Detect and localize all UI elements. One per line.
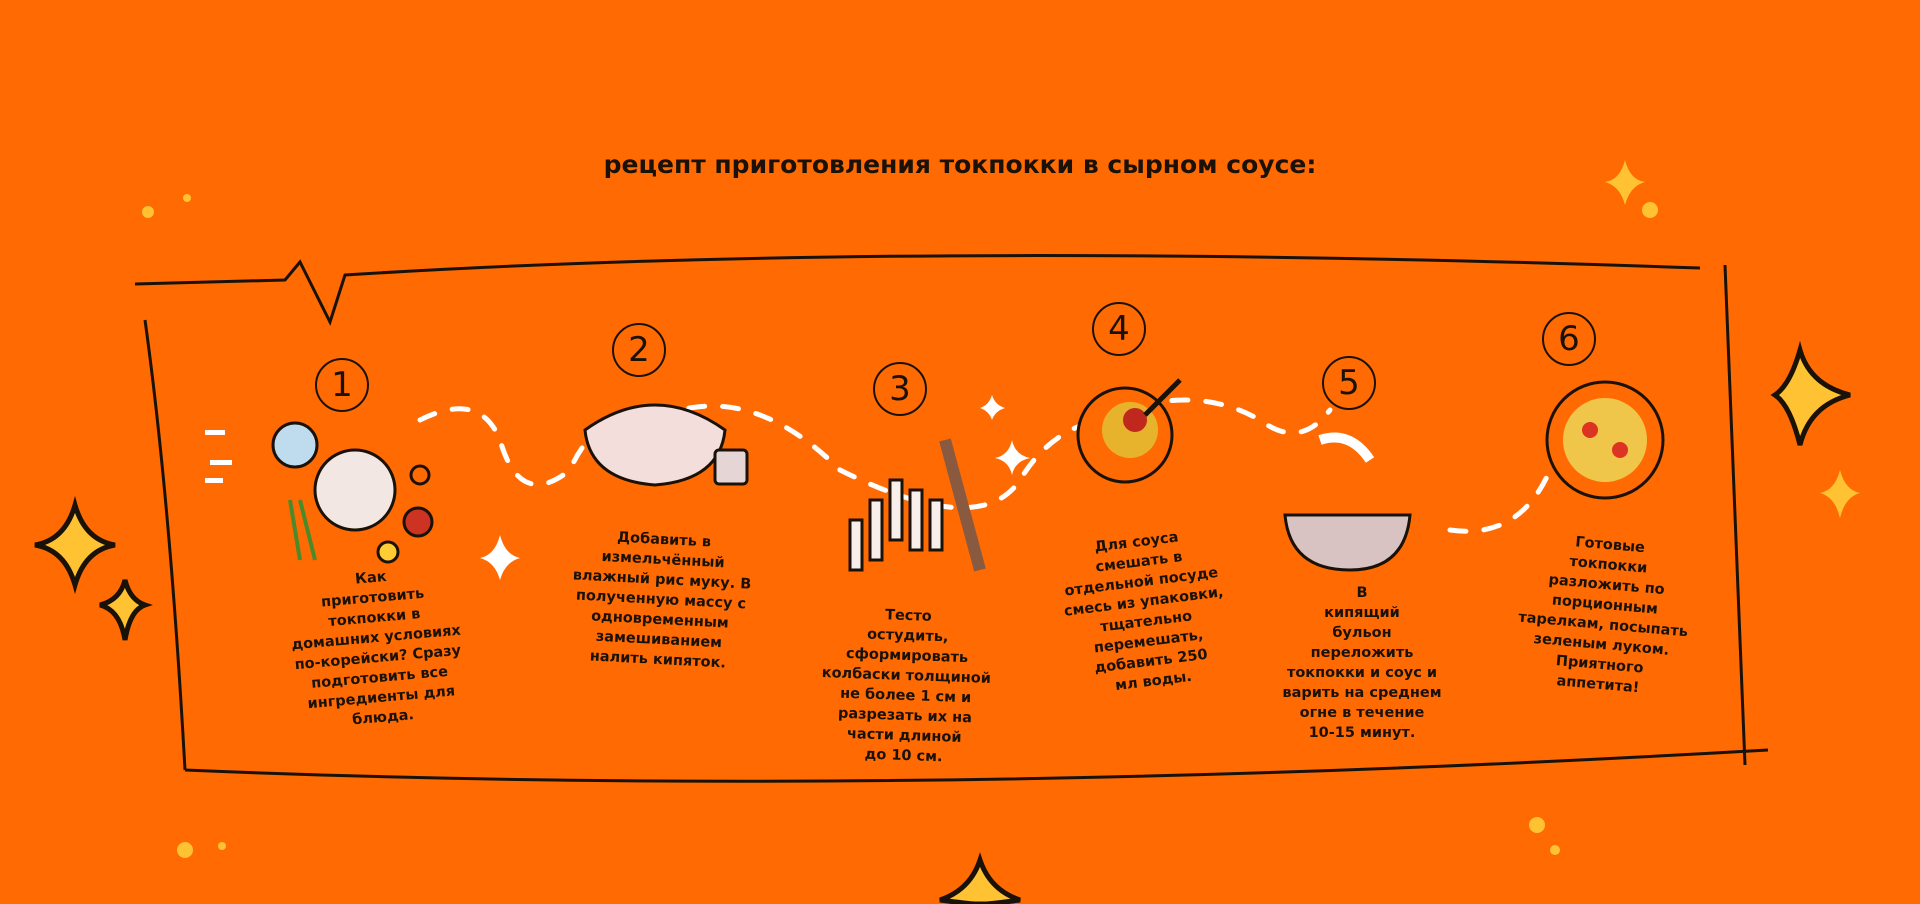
step-number-5: 5 bbox=[1322, 356, 1376, 410]
step4-illustration bbox=[1076, 378, 1182, 484]
step1-illustration bbox=[271, 421, 434, 564]
step2-illustration bbox=[583, 403, 749, 487]
step-text-6: Готовые токпокки разложить по порционным… bbox=[1517, 534, 1689, 697]
step6-illustration bbox=[1545, 380, 1665, 500]
frame-right-line bbox=[1723, 264, 1747, 766]
step-number-2: 2 bbox=[612, 323, 666, 377]
step-text-2: Добавить в измельчённый влажный рис муку… bbox=[572, 529, 752, 672]
sparkle-icons bbox=[34, 340, 1851, 904]
step3-illustration bbox=[848, 438, 986, 572]
step-text-1: Как приготовить токпокки в домашних усло… bbox=[290, 568, 462, 729]
step-number-3: 3 bbox=[873, 362, 927, 416]
yellow-sparkles bbox=[142, 160, 1860, 858]
page-title: рецепт приготовления токпокки в сырном с… bbox=[603, 150, 1317, 179]
frame-bottom-line bbox=[184, 748, 1769, 783]
step-text-4: Для соуса смешать в отдельной посуде сме… bbox=[1063, 529, 1225, 695]
white-sparkles bbox=[205, 395, 1030, 580]
frame-left-line bbox=[143, 319, 187, 771]
step-text-5: В кипящий бульон переложить токпокки и с… bbox=[1282, 585, 1442, 741]
step-number-4: 4 bbox=[1092, 302, 1146, 356]
frame-top-line bbox=[134, 254, 1701, 326]
step5-illustration bbox=[1283, 432, 1412, 572]
step-number-1: 1 bbox=[315, 358, 369, 412]
step-number-6: 6 bbox=[1542, 312, 1596, 366]
dashed-path bbox=[417, 397, 1553, 534]
step-text-3: Тесто остудить, сформировать колбаски то… bbox=[821, 607, 992, 766]
